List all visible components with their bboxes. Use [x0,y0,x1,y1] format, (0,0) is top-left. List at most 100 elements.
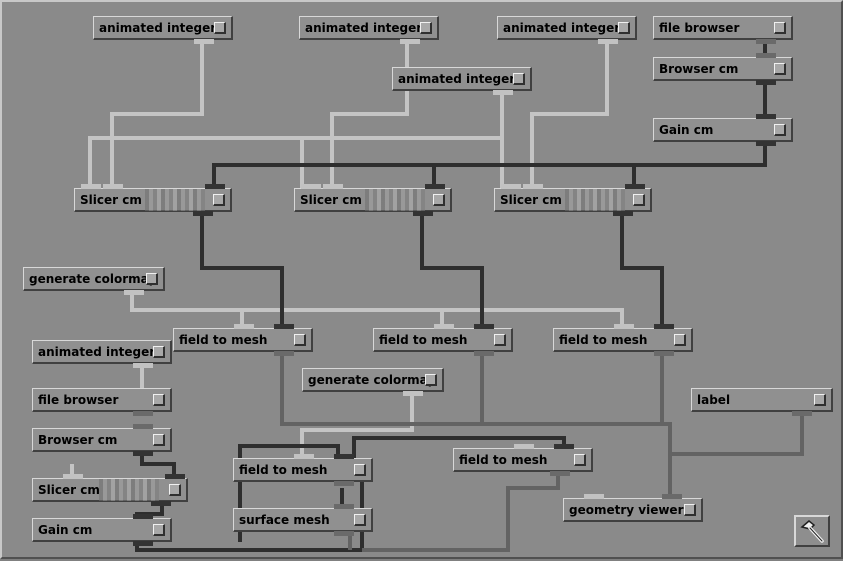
square-button-icon[interactable] [633,194,645,206]
square-button-icon[interactable] [814,394,826,406]
output-port[interactable] [400,39,420,44]
output-port[interactable] [133,363,153,368]
input-port[interactable] [165,474,185,479]
input-port[interactable] [474,324,494,329]
input-port[interactable] [501,184,521,189]
square-button-icon[interactable] [774,63,786,75]
input-port[interactable] [554,444,574,449]
input-port[interactable] [756,53,776,58]
output-port[interactable] [193,211,213,216]
square-button-icon[interactable] [684,504,696,516]
square-button-icon[interactable] [774,124,786,136]
square-button-icon[interactable] [153,346,165,358]
square-button-icon[interactable] [153,434,165,446]
module-slicer-cm-3[interactable]: Slicer cm [494,184,652,216]
output-port[interactable] [756,39,776,44]
square-button-icon[interactable] [153,524,165,536]
output-port[interactable] [756,141,776,146]
module-field-to-mesh-5[interactable]: field to mesh [453,444,593,476]
module-animated-integer-3[interactable]: animated integer [497,16,637,44]
output-port[interactable] [124,290,144,295]
square-button-icon[interactable] [433,194,445,206]
module-field-to-mesh-2[interactable]: field to mesh [373,324,513,356]
square-button-icon[interactable] [774,22,786,34]
output-port[interactable] [133,411,153,416]
module-file-browser-2[interactable]: file browser [32,388,172,416]
input-port[interactable] [756,114,776,119]
square-button-icon[interactable] [146,273,158,285]
module-gain-cm-2[interactable]: Gain cm [32,514,172,546]
input-port[interactable] [323,184,343,189]
module-generate-colormap-1[interactable]: generate colormap [23,267,165,295]
input-port[interactable] [614,324,634,329]
output-port[interactable] [334,481,354,486]
input-port[interactable] [523,184,543,189]
module-slicer-cm-4[interactable]: Slicer cm [32,474,188,506]
output-port[interactable] [654,351,674,356]
output-port[interactable] [403,391,423,396]
module-animated-integer-4[interactable]: animated integer [392,67,532,95]
square-button-icon[interactable] [354,464,366,476]
output-port[interactable] [550,471,570,476]
input-port[interactable] [434,324,454,329]
input-port[interactable] [425,184,445,189]
input-port[interactable] [103,184,123,189]
module-animated-integer-1[interactable]: animated integer [93,16,233,44]
input-port[interactable] [334,504,354,509]
input-port[interactable] [301,184,321,189]
module-surface-mesh[interactable]: surface mesh [233,504,373,536]
square-button-icon[interactable] [169,484,181,496]
module-generate-colormap-2[interactable]: generate colormap [302,368,444,396]
module-label[interactable]: label [691,388,833,416]
module-field-to-mesh-4[interactable]: field to mesh [233,454,373,486]
module-slicer-cm-1[interactable]: Slicer cm [74,184,232,216]
input-port[interactable] [625,184,645,189]
output-port[interactable] [274,351,294,356]
module-geometry-viewer[interactable]: geometry viewer [563,494,703,522]
module-browser-cm-1[interactable]: Browser cm [653,53,793,85]
input-port[interactable] [81,184,101,189]
input-port[interactable] [63,474,83,479]
output-port[interactable] [334,531,354,536]
module-gain-cm-1[interactable]: Gain cm [653,114,793,146]
square-button-icon[interactable] [574,454,586,466]
square-button-icon[interactable] [213,194,225,206]
output-port[interactable] [792,411,812,416]
square-button-icon[interactable] [674,334,686,346]
output-port[interactable] [133,451,153,456]
square-button-icon[interactable] [153,394,165,406]
output-port[interactable] [756,80,776,85]
module-slicer-cm-2[interactable]: Slicer cm [294,184,452,216]
square-button-icon[interactable] [618,22,630,34]
input-port[interactable] [205,184,225,189]
input-port[interactable] [294,454,314,459]
output-port[interactable] [413,211,433,216]
input-port[interactable] [584,494,604,499]
input-port[interactable] [133,424,153,429]
input-port[interactable] [514,444,534,449]
module-browser-cm-2[interactable]: Browser cm [32,424,172,456]
output-port[interactable] [598,39,618,44]
square-button-icon[interactable] [513,73,525,85]
input-port[interactable] [654,324,674,329]
module-animated-integer-2[interactable]: animated integer [299,16,439,44]
output-port[interactable] [474,351,494,356]
output-port[interactable] [151,501,171,506]
module-file-browser-1[interactable]: file browser [653,16,793,44]
tool-button[interactable] [794,515,830,547]
square-button-icon[interactable] [354,514,366,526]
output-port[interactable] [133,541,153,546]
output-port[interactable] [493,90,513,95]
square-button-icon[interactable] [420,22,432,34]
input-port[interactable] [274,324,294,329]
square-button-icon[interactable] [214,22,226,34]
input-port[interactable] [334,454,354,459]
square-button-icon[interactable] [425,374,437,386]
output-port[interactable] [613,211,633,216]
square-button-icon[interactable] [494,334,506,346]
input-port[interactable] [133,514,153,519]
square-button-icon[interactable] [294,334,306,346]
module-animated-integer-5[interactable]: animated integer [32,340,172,368]
input-port[interactable] [234,324,254,329]
